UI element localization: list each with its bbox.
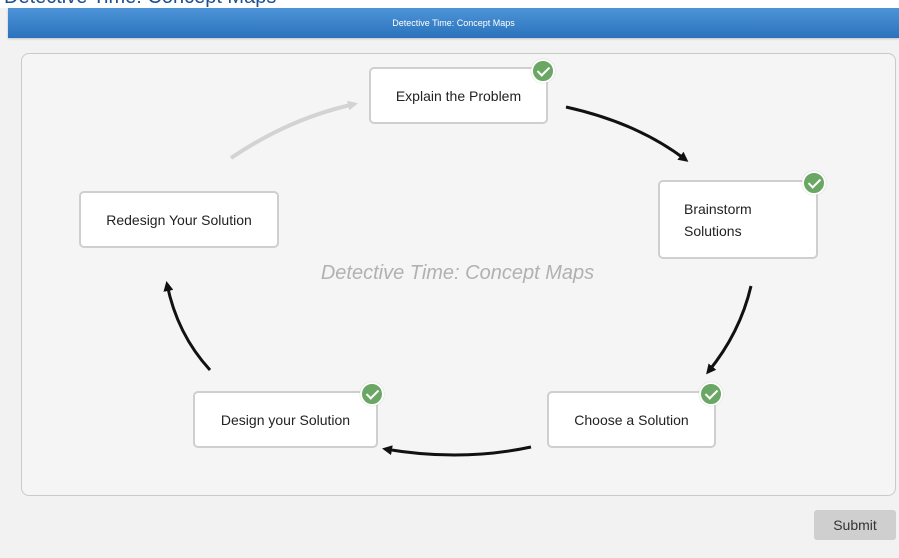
top-strip: Detective Time: Concept Maps [0, 0, 899, 8]
node-explain-the-problem[interactable]: Explain the Problem [369, 67, 548, 124]
title-bar: Detective Time: Concept Maps [8, 8, 899, 38]
node-redesign-your-solution[interactable]: Redesign Your Solution [79, 191, 279, 248]
node-label: Brainstorm Solutions [684, 200, 752, 239]
check-icon [531, 59, 555, 83]
arrow-explain-to-brainstorm [565, 105, 689, 162]
top-strip-text: Detective Time: Concept Maps [4, 0, 276, 8]
concept-map-title: Detective Time: Concept Maps [320, 262, 595, 284]
arrow-design-to-redesign [163, 281, 212, 372]
submit-button[interactable]: Submit [814, 510, 896, 540]
page-title: Detective Time: Concept Maps [392, 18, 515, 28]
arrow-brainstorm-to-choose [706, 285, 753, 375]
node-brainstorm-solutions[interactable]: Brainstorm Solutions [658, 180, 818, 259]
node-design-your-solution[interactable]: Design your Solution [193, 391, 378, 448]
check-icon [802, 171, 826, 195]
arrow-redesign-to-explain [229, 100, 358, 160]
node-choose-a-solution[interactable]: Choose a Solution [547, 391, 716, 448]
concept-map-panel [21, 53, 896, 496]
node-label: Explain the Problem [395, 87, 522, 104]
check-icon [360, 382, 384, 406]
check-icon [699, 382, 723, 406]
node-label: Design your Solution [220, 411, 351, 428]
node-label: Choose a Solution [574, 411, 689, 428]
node-label: Redesign Your Solution [106, 211, 252, 228]
arrow-choose-to-design [382, 445, 532, 457]
